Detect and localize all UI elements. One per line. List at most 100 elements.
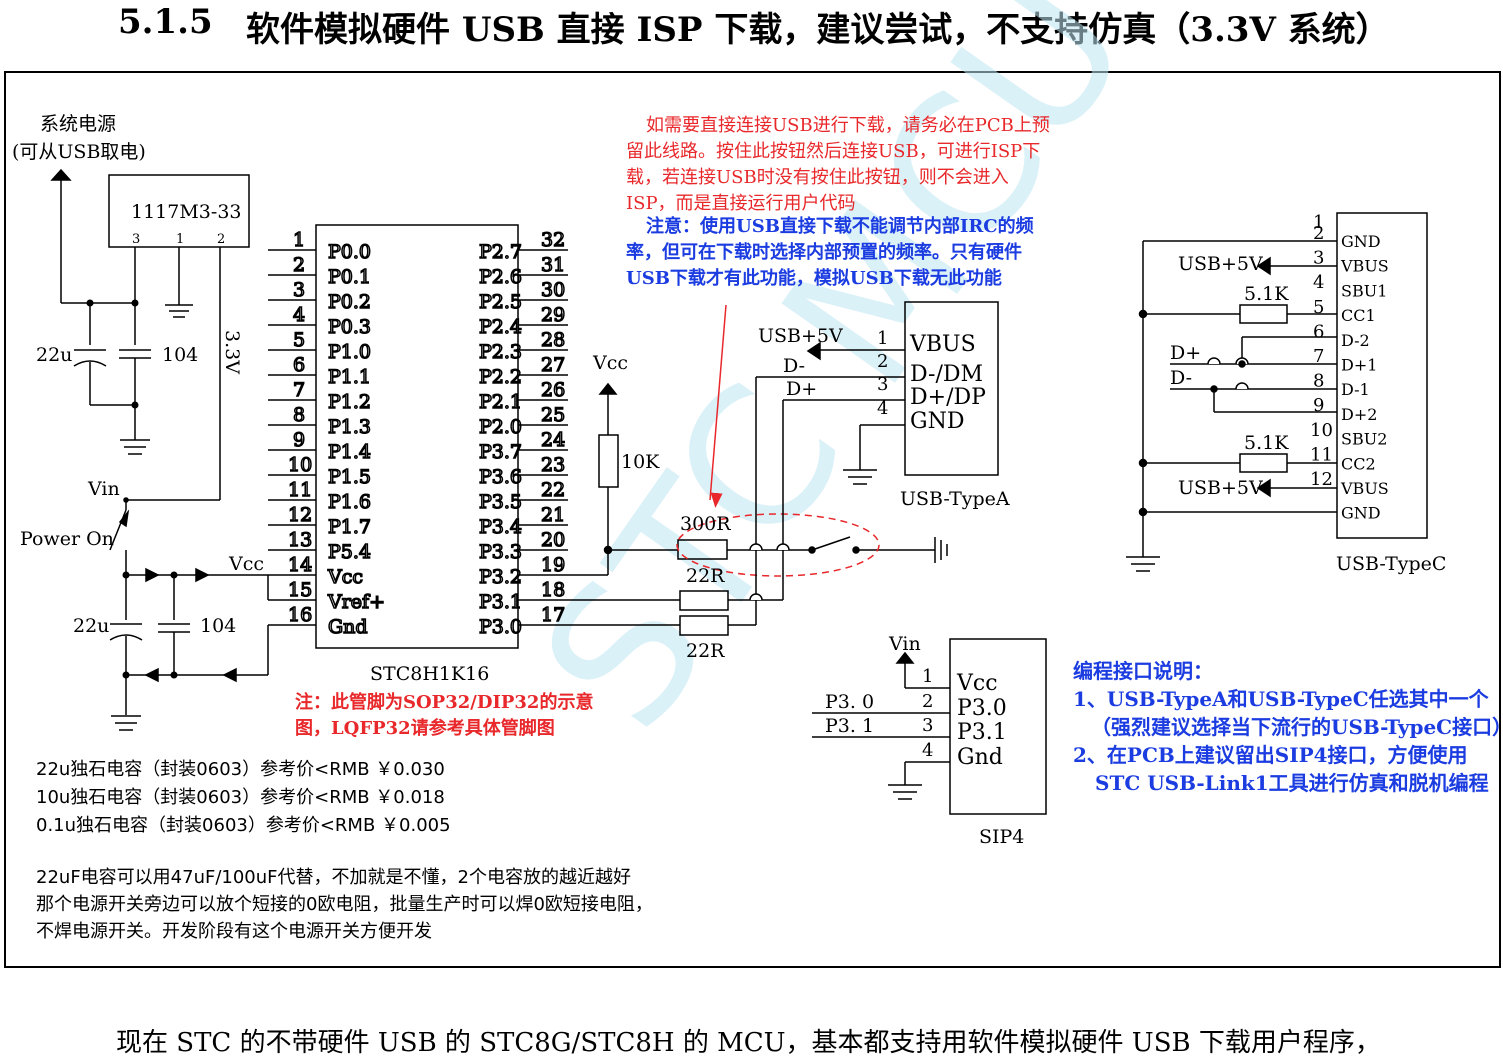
mcu-note-line: 图，LQFP32请参考具体管脚图 (295, 718, 555, 739)
usbc-r-cc1: 5.1K (1244, 283, 1289, 305)
usbc-pin-name: D+2 (1341, 405, 1377, 424)
usbc-pin-number: 1 (1313, 212, 1324, 233)
section-title: 软件模拟硬件 USB 直接 ISP 下载，建议尝试，不支持仿真（3.3V 系统） (246, 10, 1390, 50)
cap-22u-top: 22u (36, 344, 72, 366)
vcc-label-left: Vcc (228, 553, 264, 575)
usbc-name: USB-TypeC (1336, 553, 1446, 575)
sip4-body (949, 638, 1047, 815)
mcu-left-pin-number: 13 (288, 529, 312, 551)
schematic-frame (4, 71, 1501, 968)
mcu-right-pin-number: 28 (541, 329, 565, 351)
cap-104-bottom: 104 (200, 615, 236, 637)
sip4-net-p31: P3. 1 (825, 715, 874, 737)
usbc-pin-name: VBUS (1340, 257, 1389, 276)
power-on-label: Power On (20, 528, 114, 550)
mcu-right-pin-name: P2.5 (479, 291, 522, 313)
prog-note-line: 2、在PCB上建议留出SIP4接口，方便使用 (1073, 743, 1468, 767)
resistor-cc2 (1239, 453, 1288, 473)
mcu-right-pin-number: 20 (541, 529, 565, 551)
annotation-arrow (709, 304, 727, 508)
mcu-left-pin-name: P0.3 (328, 316, 371, 338)
prog-note-line: （强烈建议选择当下流行的USB-TypeC接口） (1091, 715, 1503, 739)
mcu-right-pin-name: P3.7 (479, 441, 522, 463)
mcu-left-pin-number: 1 (293, 229, 305, 251)
annotation-red-line: 如需要直接连接USB进行下载，请务必在PCB上预 (646, 115, 1050, 136)
sip4-net-p30: P3. 0 (825, 691, 874, 713)
mcu-right-pin-name: P2.7 (479, 241, 522, 263)
mcu-name: STC8H1K16 (370, 663, 489, 685)
mcu-left-pin-name: P1.6 (328, 491, 371, 513)
usbc-net-5v-a: USB+5V (1178, 253, 1263, 275)
usbc-pin-name: D-2 (1341, 331, 1370, 350)
mcu-left-pin-name: Vcc (327, 566, 363, 588)
mcu-left-pin-number: 5 (293, 329, 305, 351)
resistor-cc1 (1239, 304, 1288, 324)
annotation-blue-line: USB下载才有此功能，模拟USB下载无此功能 (626, 268, 1002, 289)
sip4-pin-name: Vcc (956, 671, 998, 696)
sip4-vin: Vin (888, 633, 921, 655)
usba-pin-number: 1 (877, 328, 888, 349)
sip4-pin-number: 2 (922, 691, 933, 712)
mcu-left-pin-name: P1.1 (328, 366, 371, 388)
usba-name: USB-TypeA (900, 488, 1010, 510)
usbc-pin-name: SBU1 (1341, 281, 1387, 300)
annotation-red-line: 留此线路。按住此按钮然后连接USB，可进行ISP下 (626, 141, 1041, 162)
mcu-left-pin-name: P1.0 (328, 341, 371, 363)
usbc-pin-number: 8 (1313, 371, 1324, 392)
usbc-pin-name: CC1 (1341, 306, 1376, 325)
mcu-right-pin-number: 23 (541, 454, 565, 476)
usbc-pin-number: 3 (1313, 248, 1324, 269)
regulator-name: 1117M3-33 (131, 201, 242, 223)
usba-pin-name: D+/DP (910, 385, 986, 410)
mcu-right-pin-number: 31 (541, 254, 565, 276)
usbc-pin-number: 10 (1310, 420, 1333, 441)
section-number: 5.1.5 (118, 2, 213, 42)
usba-net-dm: D- (783, 355, 805, 377)
mcu-note-line: 注：此管脚为SOP32/DIP32的示意 (295, 692, 594, 713)
mcu-left-pin-number: 16 (288, 604, 312, 626)
annotation-red: 如需要直接连接USB进行下载，请务必在PCB上预 留此线路。按住此按钮然后连接U… (626, 113, 1050, 217)
cap-104-top: 104 (162, 344, 198, 366)
usbc-pin-number: 12 (1310, 469, 1333, 490)
mcu-body (315, 224, 519, 649)
mcu-right-pin-name: P3.3 (479, 541, 522, 563)
section-heading: 5.1.5 软件模拟硬件 USB 直接 ISP 下载，建议尝试，不支持仿真（3.… (0, 0, 1503, 60)
reg-pin-2: 2 (217, 232, 225, 247)
mcu-left-pin-name: Gnd (328, 616, 368, 638)
usba-pin-name: GND (910, 409, 964, 434)
mcu-left-pin-number: 8 (293, 404, 305, 426)
usbc-pin-name: CC2 (1341, 454, 1376, 473)
resistor-22r-dm-label: 22R (686, 640, 725, 662)
mcu-left-pin-number: 11 (288, 479, 312, 501)
usba-pin-number: 4 (877, 398, 888, 419)
mcu-left-pin-name: P1.7 (328, 516, 371, 538)
mcu-right-pin-number: 26 (541, 379, 565, 401)
power-label-1: 系统电源 (40, 113, 116, 135)
mcu-left-pin-name: P0.1 (328, 266, 371, 288)
usbc-pin-number: 2 (1313, 223, 1324, 244)
mcu-left-pin-name: P1.5 (328, 466, 371, 488)
mcu-left-pin-number: 4 (293, 304, 305, 326)
usba-pin-number: 3 (877, 374, 888, 395)
mcu-right-pin-name: P3.4 (479, 516, 522, 538)
usbc-pin-name: VBUS (1340, 479, 1389, 498)
annotation-red-line: ISP，而是直接运行用户代码 (626, 193, 856, 214)
cap-22u-bottom: 22u (73, 615, 109, 637)
sip4-name: SIP4 (979, 826, 1024, 848)
mcu-left-pin-number: 12 (288, 504, 312, 526)
sip4-pin-number: 4 (922, 740, 933, 761)
price-notes: 22u独石电容（封装0603）参考价<RMB ￥0.030 10u独石电容（封装… (36, 756, 451, 840)
mcu-note: 注：此管脚为SOP32/DIP32的示意 图，LQFP32请参考具体管脚图 (295, 690, 593, 742)
mcu-right-pin-number: 24 (541, 429, 565, 451)
mcu-right-pin-name: P3.0 (479, 616, 522, 638)
mcu-right-pin-number: 25 (541, 404, 565, 426)
mcu-left-pin-name: P1.3 (328, 416, 371, 438)
usb-typea-body (904, 301, 999, 476)
resistor-10k-label: 10K (621, 451, 660, 473)
reg-pin-3: 3 (132, 232, 140, 247)
usbc-pin-name: D+1 (1341, 356, 1377, 375)
mcu-right-pin-number: 29 (541, 304, 565, 326)
mcu-right-pin-name: P2.3 (479, 341, 522, 363)
sip4-pin-number: 1 (922, 666, 933, 687)
